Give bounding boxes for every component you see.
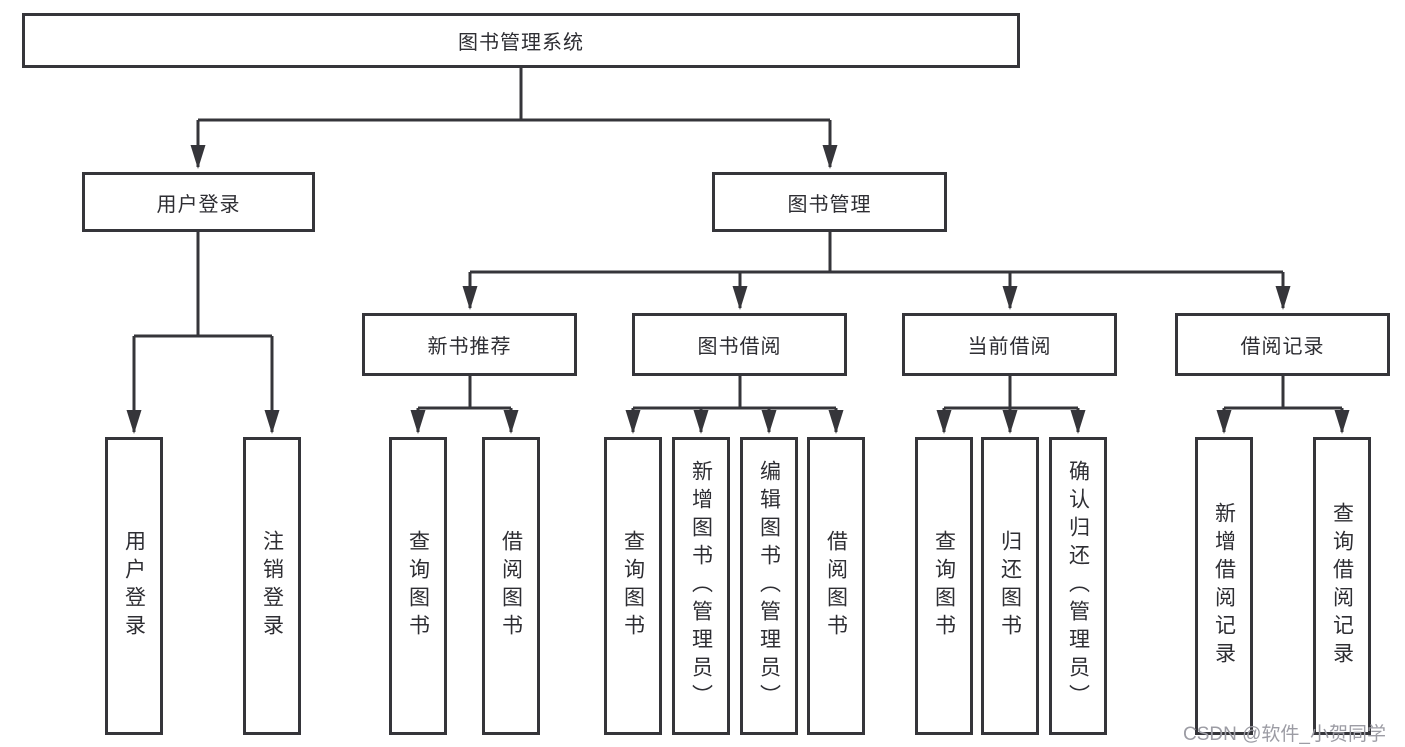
leaf-records-query-record: 查询借阅记录 xyxy=(1313,437,1371,735)
leaf-label: 查询借阅记录 xyxy=(1330,502,1354,670)
leaf-label: 新增图书（管理员） xyxy=(689,460,713,712)
node-book-management: 图书管理 xyxy=(712,172,947,232)
leaf-label: 新增借阅记录 xyxy=(1212,502,1236,670)
leaf-label: 查询图书 xyxy=(406,530,430,642)
node-label: 用户登录 xyxy=(156,193,241,216)
leaf-label: 归还图书 xyxy=(998,530,1022,642)
leaf-current-return-book: 归还图书 xyxy=(981,437,1039,735)
leaf-label: 查询图书 xyxy=(932,530,956,642)
leaf-label: 查询图书 xyxy=(621,530,645,642)
csdn-watermark: CSDN @软件_小贺同学 xyxy=(1183,724,1386,745)
leaf-label: 确认归还（管理员） xyxy=(1066,460,1090,712)
leaf-borrow-edit-book: 编辑图书（管理员） xyxy=(740,437,798,735)
leaf-recommend-query-book: 查询图书 xyxy=(389,437,447,735)
leaf-logout: 注销登录 xyxy=(243,437,301,735)
leaf-current-query-book: 查询图书 xyxy=(915,437,973,735)
node-label: 图书管理系统 xyxy=(458,32,584,54)
leaf-user-login: 用户登录 xyxy=(105,437,163,735)
node-new-book-recommend: 新书推荐 xyxy=(362,313,577,376)
leaf-current-confirm-return: 确认归还（管理员） xyxy=(1049,437,1107,735)
leaf-borrow-add-book: 新增图书（管理员） xyxy=(672,437,730,735)
leaf-label: 注销登录 xyxy=(260,530,284,642)
node-label: 当前借阅 xyxy=(967,336,1052,358)
leaf-label: 借阅图书 xyxy=(499,530,523,642)
node-current-borrow: 当前借阅 xyxy=(902,313,1117,376)
leaf-records-add-record: 新增借阅记录 xyxy=(1195,437,1253,735)
leaf-label: 编辑图书（管理员） xyxy=(757,460,781,712)
leaf-label: 借阅图书 xyxy=(824,530,848,642)
leaf-recommend-borrow-book: 借阅图书 xyxy=(482,437,540,735)
node-user-login: 用户登录 xyxy=(82,172,315,232)
node-label: 图书借阅 xyxy=(697,336,782,358)
node-label: 图书管理 xyxy=(787,193,872,216)
leaf-label: 用户登录 xyxy=(122,530,146,642)
node-book-borrow: 图书借阅 xyxy=(632,313,847,376)
node-label: 新书推荐 xyxy=(427,336,512,358)
leaf-borrow-query-book: 查询图书 xyxy=(604,437,662,735)
leaf-borrow-borrow-book: 借阅图书 xyxy=(807,437,865,735)
node-label: 借阅记录 xyxy=(1240,336,1325,358)
node-root: 图书管理系统 xyxy=(22,13,1020,68)
node-borrow-records: 借阅记录 xyxy=(1175,313,1390,376)
